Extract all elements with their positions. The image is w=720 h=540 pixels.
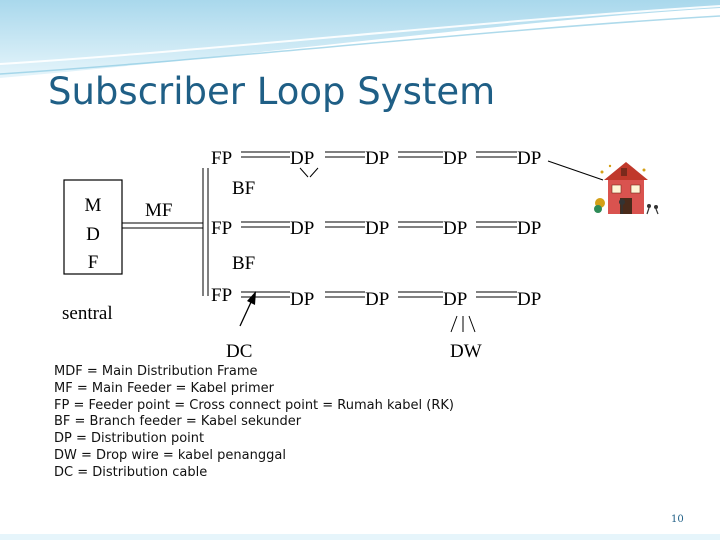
header-wave [0,0,720,78]
drop-wire-to-house [547,160,604,181]
dp-label: DP [365,218,389,239]
dc-arrow-head [247,291,256,305]
mf-label: MF [145,200,172,221]
mdf-sentral-label: sentral [62,303,113,324]
legend-line: MDF = Main Distribution Frame [54,364,258,379]
dp-label: DP [290,289,314,310]
legend-line: DW = Drop wire = kabel penanggal [54,447,286,463]
bf-label: BF [232,253,255,274]
fp-label: FP [211,218,232,239]
fp-label: FP [211,148,232,169]
house-icon [594,162,659,215]
dp-label: DP [517,289,541,310]
dp-label: DP [443,289,467,310]
dp-label: DP [517,218,541,239]
dp-label: DP [365,289,389,310]
legend-line: FP = Feeder point = Cross connect point … [54,397,454,413]
mdf-box [63,179,123,275]
page-number: 10 [671,514,684,525]
distribution-cable-row [241,291,517,298]
dp-label: DP [443,148,467,169]
legend-line: DP = Distribution point [54,431,205,447]
dp-label: DP [290,148,314,169]
dc-label: DC [226,341,252,362]
fp-label: FP [211,285,232,306]
page-title: Subscriber Loop System [48,70,496,113]
mdf-letter: F [88,252,99,273]
distribution-cable-row [241,151,517,158]
legend-line: BF = Branch feeder = Kabel sekunder [54,414,302,430]
main-feeder [122,222,203,229]
dw-label: DW [450,341,482,362]
drop-wire-lines [450,315,476,333]
mdf-letter: M [85,195,102,216]
footer-band [0,534,720,540]
mdf-letter: D [86,224,100,245]
dp-drop-lines [299,167,319,178]
legend-line: MF = Main Feeder = Kabel primer [54,380,275,396]
dp-label: DP [517,148,541,169]
dp-label: DP [365,148,389,169]
dp-label: DP [443,218,467,239]
dc-arrow [239,299,253,327]
dp-label: DP [290,218,314,239]
legend-line: DC = Distribution cable [54,464,208,480]
distribution-cable-row [241,221,517,228]
bf-label: BF [232,178,255,199]
branch-feeder-vertical [202,168,209,296]
legend: MDF = Main Distribution Frame MF = Main … [54,364,454,482]
